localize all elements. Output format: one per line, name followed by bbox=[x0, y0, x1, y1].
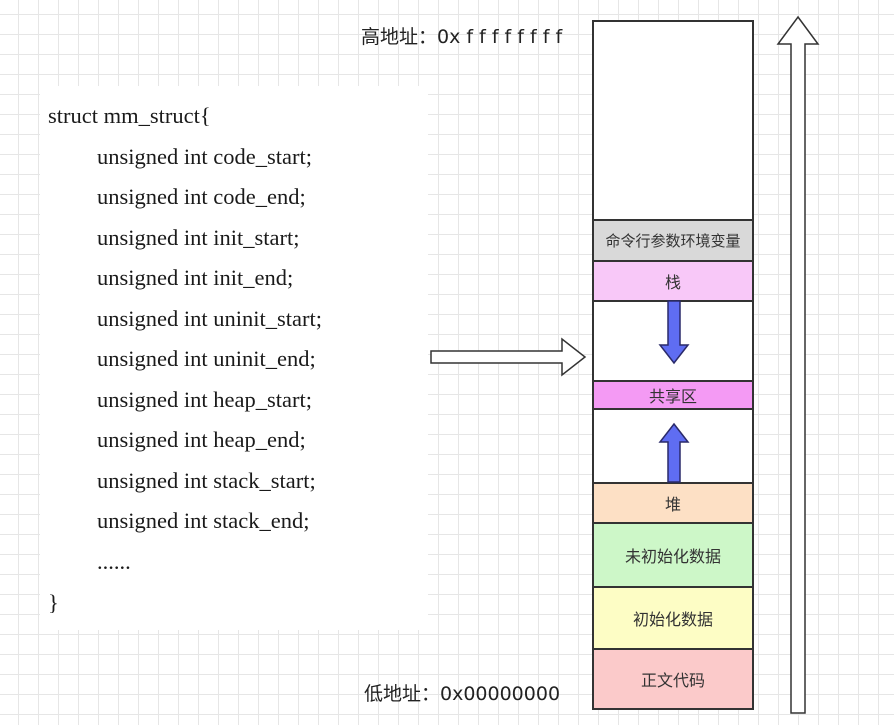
process-address-space: 命令行参数环境变量 栈 共享区 堆 未初始化数据 初始化数据 正文代码 bbox=[592, 20, 754, 710]
hollow-right-arrow-icon bbox=[430, 337, 587, 377]
hollow-up-arrow-icon bbox=[776, 15, 820, 714]
segment-heap: 堆 bbox=[594, 482, 752, 522]
struct-header: struct mm_struct{ bbox=[48, 103, 211, 128]
segment-data: 初始化数据 bbox=[594, 586, 752, 648]
field-heap-start: unsigned int heap_start; bbox=[97, 387, 312, 412]
segment-bss: 未初始化数据 bbox=[594, 522, 752, 586]
field-stack-end: unsigned int stack_end; bbox=[97, 508, 310, 533]
field-uninit-end: unsigned int uninit_end; bbox=[97, 346, 316, 371]
field-init-start: unsigned int init_start; bbox=[97, 225, 300, 250]
ellipsis: ...... bbox=[97, 549, 131, 574]
field-heap-end: unsigned int heap_end; bbox=[97, 427, 306, 452]
down-arrow-icon bbox=[658, 300, 690, 365]
segment-stack: 栈 bbox=[594, 260, 752, 300]
field-code-start: unsigned int code_start; bbox=[97, 144, 312, 169]
segment-gap-lower bbox=[594, 408, 752, 482]
segment-shared: 共享区 bbox=[594, 380, 752, 408]
field-init-end: unsigned int init_end; bbox=[97, 265, 294, 290]
up-arrow-icon bbox=[658, 422, 690, 483]
low-address-label: 低地址：0x00000000 bbox=[364, 683, 561, 705]
field-code-end: unsigned int code_end; bbox=[97, 184, 306, 209]
segment-env-args: 命令行参数环境变量 bbox=[594, 219, 752, 260]
field-uninit-start: unsigned int uninit_start; bbox=[97, 306, 322, 331]
high-address-label: 高地址：0x f f f f f f f f bbox=[361, 26, 563, 48]
struct-closing-brace: } bbox=[48, 590, 59, 615]
struct-code-panel: struct mm_struct{ unsigned int code_star… bbox=[40, 86, 428, 630]
segment-text: 正文代码 bbox=[594, 648, 752, 708]
field-stack-start: unsigned int stack_start; bbox=[97, 468, 316, 493]
